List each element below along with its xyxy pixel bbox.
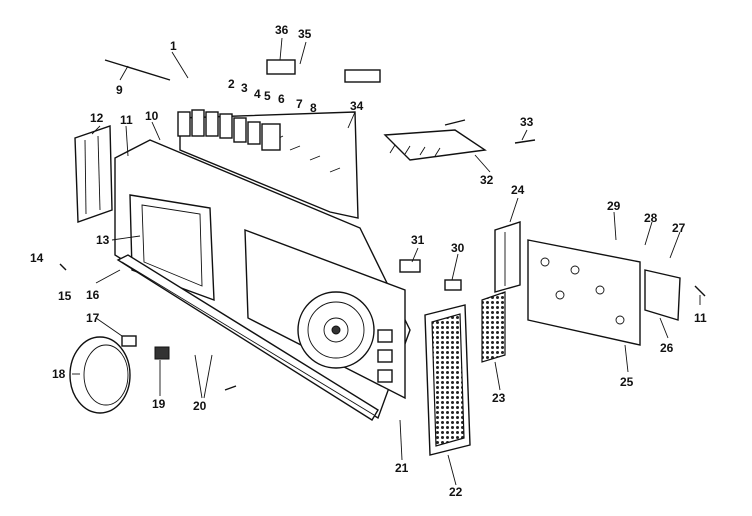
callout-31: 31 <box>411 233 425 247</box>
callout-12: 12 <box>90 111 104 125</box>
callout-22: 22 <box>449 485 463 499</box>
callout-36: 36 <box>275 23 289 37</box>
callout-15: 15 <box>58 289 72 303</box>
callout-8: 8 <box>310 101 317 115</box>
callout-23: 23 <box>492 391 506 405</box>
callout-3: 3 <box>241 81 248 95</box>
end-panel-left <box>74 125 113 223</box>
callout-4: 4 <box>254 87 261 101</box>
back-plate <box>527 239 641 346</box>
callout-32: 32 <box>480 173 494 187</box>
speaker-grille <box>424 304 471 456</box>
callout-30: 30 <box>451 241 465 255</box>
callout-16: 16 <box>86 288 100 302</box>
top-bracket <box>383 129 487 161</box>
bracket <box>644 269 681 321</box>
callout-20: 20 <box>193 399 207 413</box>
callout-11: 11 <box>120 113 133 127</box>
callout-21: 21 <box>395 461 409 475</box>
callout-26: 26 <box>660 341 674 355</box>
callout-2: 2 <box>228 77 235 91</box>
leader-lines <box>72 37 701 486</box>
screws <box>59 59 706 391</box>
callout-5: 5 <box>264 89 271 103</box>
callout-24: 24 <box>511 183 525 197</box>
callout-17: 17 <box>86 311 100 325</box>
callout-28: 28 <box>644 211 658 225</box>
callout-14: 14 <box>30 251 44 265</box>
callout-13: 13 <box>96 233 110 247</box>
callout-29: 29 <box>607 199 621 213</box>
callout-19: 19 <box>152 397 166 411</box>
main-housing <box>114 139 411 420</box>
callout-9: 9 <box>116 83 123 97</box>
callout-10: 10 <box>145 109 159 123</box>
callout-18: 18 <box>52 367 66 381</box>
grille-insert <box>481 291 506 363</box>
callout-6: 6 <box>278 92 285 106</box>
callout-27: 27 <box>672 221 686 235</box>
callout-labels: 1 2 3 4 5 6 7 8 9 10 11 12 13 14 15 16 1… <box>30 23 707 499</box>
knob <box>69 336 131 414</box>
callout-25: 25 <box>620 375 634 389</box>
callout-11-right: 11 <box>694 311 707 325</box>
switch-bank <box>177 109 281 151</box>
callout-7: 7 <box>296 97 303 111</box>
terminal-strip <box>494 221 521 293</box>
small-parts <box>121 59 462 360</box>
bottom-rail <box>116 254 379 421</box>
callout-35: 35 <box>298 27 312 41</box>
callout-34: 34 <box>350 99 364 113</box>
callout-33: 33 <box>520 115 534 129</box>
callout-1: 1 <box>170 39 177 53</box>
